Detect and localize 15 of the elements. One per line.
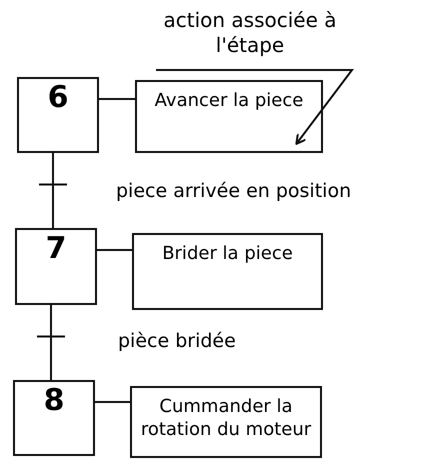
transition-condition: pièce bridée	[118, 330, 236, 354]
leader-arrow	[156, 69, 354, 145]
step-box: 6	[17, 77, 99, 153]
connector-line	[99, 98, 135, 100]
action-box: Avancer la piece	[135, 80, 323, 153]
step-box: 7	[15, 228, 97, 305]
connector-line	[97, 249, 132, 251]
action-box: Cummander la rotation du moteur	[130, 386, 322, 458]
step-box: 8	[13, 380, 95, 456]
transition-link	[38, 152, 68, 229]
action-box: Brider la piece	[132, 233, 323, 310]
transition-link	[36, 304, 66, 381]
connector-line	[95, 401, 130, 403]
annotation-text: action associée à l'étape	[140, 8, 360, 70]
transition-condition: piece arrivée en position	[116, 180, 352, 204]
